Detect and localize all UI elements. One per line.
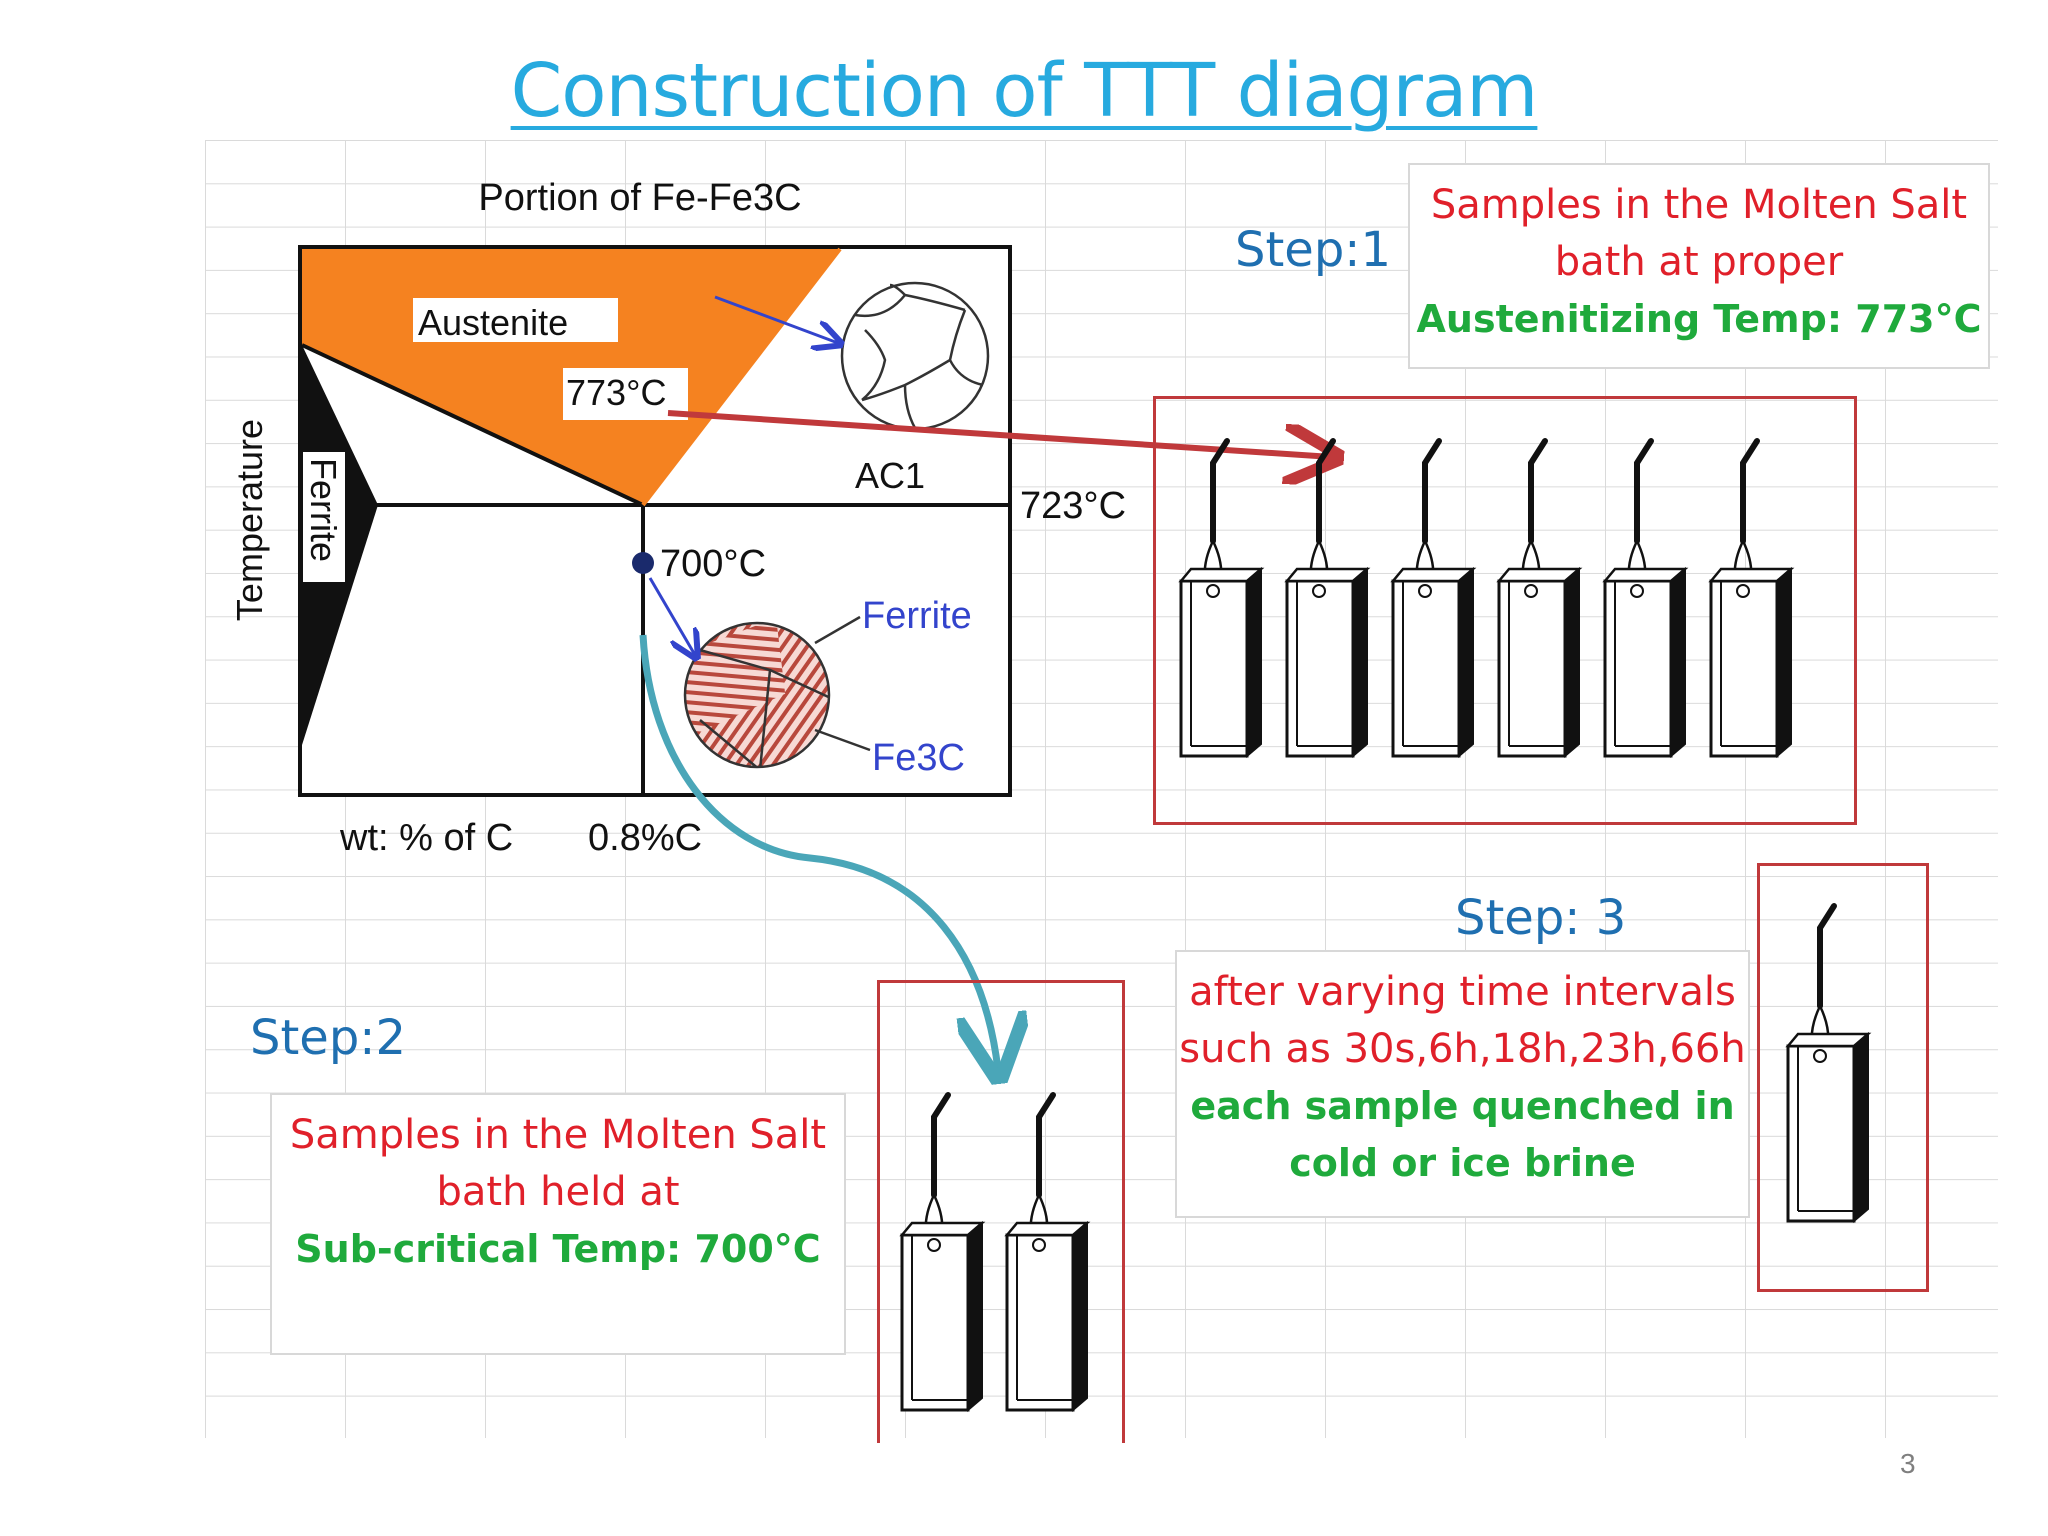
fe3c-leader-line (814, 728, 871, 752)
sample-block (1004, 1092, 1091, 1413)
step3-textbox: after varying time intervals such as 30s… (1175, 950, 1750, 1218)
step2-line3: Sub-critical Temp: 700°C (295, 1227, 821, 1271)
pearlite-grain-icon (683, 621, 831, 769)
ferrite-side-label: Ferrite (303, 458, 344, 562)
fe3c-label: Fe3C (872, 737, 965, 779)
a3-line (301, 343, 644, 507)
sample-block (1496, 438, 1583, 759)
sample-block (1178, 438, 1265, 759)
temp-700-point (632, 552, 654, 574)
pearlite-pointer-arrow (648, 577, 695, 655)
ferrite-label: Ferrite (862, 595, 972, 637)
slide-title: Construction of TTT diagram (510, 48, 1539, 134)
step2-bath-frame (877, 980, 1125, 1443)
step2-label: Step:2 (250, 1010, 406, 1066)
step2-samples (899, 1092, 1091, 1413)
x-axis-label: wt: % of C (339, 817, 513, 859)
step1-samples (1178, 438, 1795, 759)
step2-line1: Samples in the Molten Salt (289, 1112, 827, 1158)
austenite-grain-icon (840, 281, 990, 431)
sample-block (1390, 438, 1477, 759)
step3-label: Step: 3 (1455, 890, 1627, 946)
sample-block (1785, 903, 1872, 1224)
step1-bath-frame (1153, 396, 1857, 825)
step3-quench-frame (1757, 863, 1929, 1292)
sample-block (1708, 438, 1795, 759)
step1-line2: bath at proper (1554, 239, 1844, 285)
step1-label: Step:1 (1235, 222, 1391, 278)
step2-textbox: Samples in the Molten Salt bath held at … (270, 1093, 846, 1355)
diagram-heading: Portion of Fe-Fe3C (478, 177, 801, 219)
sample-block (899, 1092, 986, 1413)
sample-block (1602, 438, 1689, 759)
sample-block (1284, 438, 1371, 759)
step3-line3: each sample quenched in (1190, 1084, 1735, 1128)
ferrite-leader-line (814, 615, 861, 645)
step2-line2: bath held at (436, 1169, 680, 1215)
temp-700-label: 700°C (660, 543, 766, 585)
y-axis-label: Temperature (229, 419, 270, 621)
austenite-label: Austenite (418, 302, 568, 343)
temp-723-label: 723°C (1020, 485, 1126, 527)
temp-773-label: 773°C (566, 372, 666, 413)
page-number: 3 (1900, 1448, 1916, 1479)
austenite-pointer-arrow (714, 295, 838, 343)
carbon-label: 0.8%C (588, 817, 702, 859)
step1-line1: Samples in the Molten Salt (1430, 182, 1968, 228)
acm-line (641, 247, 842, 507)
step3-sample (1785, 903, 1872, 1224)
step1-textbox: Samples in the Molten Salt bath at prope… (1408, 163, 1990, 369)
step1-line3: Austenitizing Temp: 773°C (1416, 297, 1982, 341)
step2-arrow (639, 634, 998, 1070)
step3-line4: cold or ice brine (1289, 1141, 1636, 1185)
step3-line2: such as 30s,6h,18h,23h,66h (1179, 1026, 1746, 1072)
step3-line1: after varying time intervals (1189, 969, 1736, 1015)
ac1-label: AC1 (855, 455, 925, 496)
